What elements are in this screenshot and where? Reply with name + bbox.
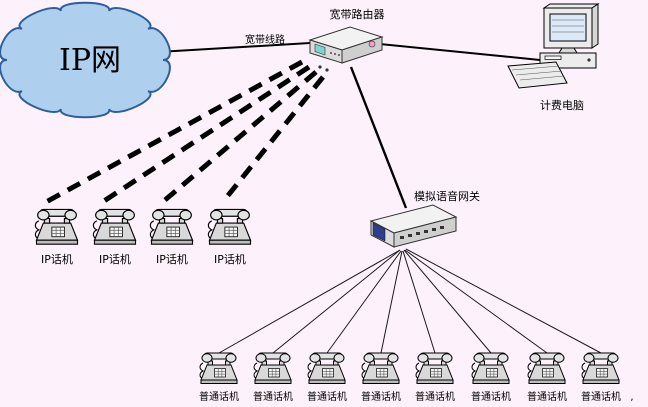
router-foot bbox=[318, 65, 322, 69]
link-router-gateway bbox=[349, 66, 408, 209]
router-led bbox=[337, 53, 341, 57]
analog-phone-2 bbox=[253, 352, 292, 384]
cloud-shape bbox=[0, 1, 171, 119]
ip-phone-label-3: IP话机 bbox=[156, 252, 188, 266]
billing-computer: 计费电脑 bbox=[507, 3, 600, 112]
monitor-stand bbox=[558, 47, 578, 54]
broadband-line-label: 宽带线路 bbox=[245, 33, 285, 46]
analog-phone-4 bbox=[361, 352, 400, 384]
cloud-label: IP网 bbox=[59, 43, 121, 78]
ip-phone-label-1: IP话机 bbox=[41, 252, 73, 266]
gateway-port bbox=[440, 226, 444, 229]
analog-phone-label-3: 普通话机 bbox=[307, 390, 347, 403]
link-gateway-phone-8 bbox=[405, 248, 602, 354]
link-gateway-phone-7 bbox=[404, 249, 548, 354]
analog-phone-label-6: 普通话机 bbox=[471, 390, 511, 403]
router-pink-button bbox=[368, 40, 376, 48]
link-gateway-phone-5 bbox=[402, 250, 436, 354]
power-button bbox=[587, 58, 591, 62]
link-gateway-phone-6 bbox=[403, 249, 492, 354]
ip-phone-3 bbox=[149, 208, 194, 245]
analog-phone-8 bbox=[581, 352, 620, 384]
drive-bay bbox=[544, 55, 562, 60]
link-router-ip-phone-2 bbox=[102, 64, 311, 204]
router-led bbox=[333, 52, 337, 56]
analog-phone-3 bbox=[307, 352, 346, 384]
monitor-screen bbox=[549, 13, 587, 42]
router-foot bbox=[325, 68, 329, 72]
computer-label: 计费电脑 bbox=[540, 99, 584, 112]
voice-gateway: 模拟语音网关 bbox=[369, 189, 480, 248]
ip-phone-2 bbox=[92, 208, 137, 245]
trailing-mark: , bbox=[630, 392, 633, 403]
ip-phone-label-4: IP话机 bbox=[214, 252, 246, 266]
gateway-label: 模拟语音网关 bbox=[414, 189, 480, 203]
analog-phone-label-8: 普通话机 bbox=[581, 390, 621, 403]
router-label: 宽带路由器 bbox=[330, 7, 385, 21]
ip-phone-label-2: IP话机 bbox=[99, 252, 131, 266]
analog-phone-5 bbox=[415, 352, 454, 384]
broadband-router: 宽带路由器 bbox=[308, 7, 385, 72]
link-cloud-router bbox=[157, 42, 311, 53]
link-router-ip-phone-3 bbox=[163, 70, 318, 202]
link-router-ip-phone-4 bbox=[224, 75, 325, 200]
ip-phones-group: IP话机 IP话机 IP话机 IP话机 bbox=[34, 208, 252, 266]
analog-phone-1 bbox=[199, 352, 238, 384]
link-gateway-phone-2 bbox=[272, 249, 401, 354]
link-gateway-phone-1 bbox=[218, 249, 401, 354]
gateway-port bbox=[416, 232, 420, 235]
analog-phone-label-2: 普通话机 bbox=[253, 390, 293, 403]
link-gateway-phone-3 bbox=[326, 250, 402, 354]
gateway-port bbox=[424, 230, 428, 233]
analog-phone-6 bbox=[471, 352, 510, 384]
monitor-top bbox=[542, 3, 600, 9]
analog-phone-label-7: 普通话机 bbox=[527, 390, 567, 403]
analog-phone-7 bbox=[527, 352, 566, 384]
analog-phones-group: 普通话机 普通话机 普通话机 普通话机 普通话机 普通话机 普通话机 普通话机 … bbox=[199, 352, 634, 403]
router-led bbox=[329, 51, 333, 55]
router-teal-panel bbox=[314, 43, 326, 56]
ip-phone-1 bbox=[34, 208, 79, 245]
link-router-ip-phone-1 bbox=[44, 59, 304, 205]
gateway-port bbox=[432, 228, 436, 231]
gateway-port bbox=[400, 236, 404, 239]
analog-phone-label-5: 普通话机 bbox=[415, 390, 455, 403]
link-router-computer bbox=[379, 43, 541, 61]
monitor-side bbox=[591, 3, 599, 49]
link-gateway-phone-4 bbox=[380, 250, 403, 354]
analog-phone-label-1: 普通话机 bbox=[199, 390, 239, 403]
gateway-logo-panel bbox=[372, 222, 386, 242]
keyboard bbox=[507, 61, 568, 89]
gateway-port bbox=[408, 234, 412, 237]
ip-phone-4 bbox=[207, 208, 252, 245]
analog-phone-label-4: 普通话机 bbox=[361, 390, 401, 403]
ip-network-cloud: IP网 bbox=[0, 1, 171, 119]
